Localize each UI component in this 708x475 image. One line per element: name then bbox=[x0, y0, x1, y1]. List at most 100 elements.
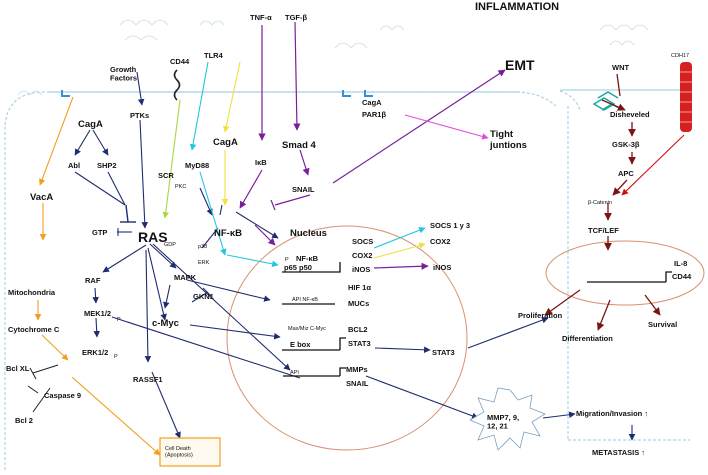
bcl-xl-label: Bcl XL bbox=[6, 364, 30, 373]
shp2-label: SHP2 bbox=[97, 161, 117, 170]
erk12-label: ERK1/2 bbox=[82, 348, 108, 357]
max-miz-label: Max/Miz C-Myc bbox=[288, 326, 326, 332]
gdp-label: GDP bbox=[164, 242, 176, 248]
caga-mid-label: CagA bbox=[213, 137, 238, 148]
snail-top-label: SNAIL bbox=[292, 185, 315, 194]
purple-arrows bbox=[239, 21, 506, 270]
cdh17-receptor-icon bbox=[680, 62, 692, 132]
emt-label: EMT bbox=[505, 57, 535, 73]
beta-catenin-label: β-Catenin bbox=[588, 200, 612, 206]
cyan-arrows bbox=[189, 61, 426, 268]
stat3-out-label: STAT3 bbox=[432, 348, 455, 357]
il8-label: IL-8 bbox=[674, 259, 687, 268]
tcf-lef-label: TCF/LEF bbox=[588, 226, 619, 235]
socs13-label: SOCS 1 y 3 bbox=[430, 221, 470, 230]
mmps-label: MMPs bbox=[346, 365, 368, 374]
erk-small-label: ERK bbox=[198, 260, 210, 266]
differentiation-label: Differentiation bbox=[562, 334, 613, 343]
abl-label: Abl bbox=[68, 161, 80, 170]
mitochondria-label: Mitochondria bbox=[8, 288, 56, 297]
cmyc-label: c-Myc bbox=[152, 318, 179, 329]
raf-label: RAF bbox=[85, 276, 101, 285]
tlr4-label: TLR4 bbox=[204, 51, 224, 60]
nucleus-label: Nucleus bbox=[290, 228, 327, 239]
cytochrome-c-label: Cytochrome C bbox=[8, 325, 60, 334]
cox2-out-label: COX2 bbox=[430, 237, 450, 246]
cd44-right-label: CD44 bbox=[672, 272, 692, 281]
p65-p50-label: p65 p50 bbox=[284, 263, 312, 272]
mapk-label: MAPK bbox=[174, 273, 197, 282]
gkn1-label: GKN1 bbox=[193, 292, 214, 301]
rassf1-label: RASSF1 bbox=[133, 375, 163, 384]
ikb-label: IκB bbox=[255, 158, 267, 167]
gene-lines bbox=[282, 262, 672, 377]
vaca-label: VacA bbox=[30, 192, 53, 203]
p-small-label: P bbox=[285, 257, 289, 263]
caga-top-label: CagA bbox=[78, 119, 103, 130]
apc-label: APC bbox=[618, 169, 634, 178]
ras-inhibitor bbox=[120, 204, 136, 223]
mmp-starburst bbox=[469, 387, 546, 451]
darkred-arrows bbox=[544, 73, 661, 331]
inos-out-label: iNOS bbox=[433, 263, 451, 272]
nucleus-boundary bbox=[226, 225, 468, 451]
title: INFLAMMATION bbox=[475, 1, 559, 13]
survival-label: Survival bbox=[648, 320, 677, 329]
bcl2-nuclear-label: BCL2 bbox=[348, 325, 368, 334]
stat3-nuclear-label: STAT3 bbox=[348, 339, 371, 348]
cell-death-label: Cell Death(Apoptosis) bbox=[165, 446, 193, 458]
cell-death-box bbox=[159, 437, 221, 467]
pkc-label: PKC bbox=[175, 184, 186, 190]
mek-p-label: P bbox=[117, 317, 121, 323]
cox2-nuclear-label: COX2 bbox=[352, 251, 372, 260]
caga-par-label: CagA bbox=[362, 98, 382, 107]
hif-label: HIF 1α bbox=[348, 283, 371, 292]
tnf-label: TNF-α bbox=[250, 13, 272, 22]
magenta-arrow bbox=[404, 114, 489, 140]
lime-arrow bbox=[162, 99, 181, 219]
ras-label: RAS bbox=[138, 229, 168, 245]
mek-label: MEK1/2 bbox=[84, 309, 111, 318]
orange-arrows bbox=[34, 96, 161, 456]
erk-p-label: P bbox=[114, 354, 118, 360]
mucs-label: MUCs bbox=[348, 299, 369, 308]
proliferation-label: Proliferation bbox=[518, 311, 563, 320]
metastasis-label: METASTASIS ↑ bbox=[592, 448, 645, 457]
migration-label: Migration/Invasion ↑ bbox=[576, 409, 648, 418]
gsk-label: GSK-3β bbox=[612, 140, 640, 149]
navy-arrows bbox=[74, 71, 636, 441]
gtp-label: GTP bbox=[92, 228, 107, 237]
api2-label: API bbox=[290, 370, 299, 376]
socs-label: SOCS bbox=[352, 237, 373, 246]
api-nfkb-label: API NF-κB bbox=[292, 297, 318, 303]
ebox-label: E box bbox=[290, 340, 311, 349]
membrane-bumps bbox=[17, 19, 649, 96]
membrane-blockers bbox=[61, 90, 373, 97]
cell-membrane bbox=[4, 89, 690, 470]
wnt-label: WNT bbox=[612, 63, 629, 72]
red-arrow bbox=[621, 134, 685, 196]
scr-label: SCR bbox=[158, 171, 174, 180]
par1b-label: PAR1β bbox=[362, 110, 386, 119]
black-inhibitors bbox=[27, 364, 59, 413]
nfkb-label: NF-κB bbox=[214, 228, 242, 239]
nfkb-nuclear-label: NF-κB bbox=[296, 254, 319, 263]
smad4-label: Smad 4 bbox=[282, 140, 317, 151]
target-genes-oval bbox=[545, 240, 705, 306]
yellow-arrows bbox=[221, 61, 426, 259]
myd88-label: MyD88 bbox=[185, 161, 209, 170]
cd44-receptor-icon bbox=[173, 69, 181, 101]
p38-label: p38 bbox=[198, 244, 207, 250]
ptks-label: PTKs bbox=[130, 111, 149, 120]
tgf-label: TGF-β bbox=[285, 13, 307, 22]
disheveled-label: Disheveled bbox=[610, 110, 650, 119]
bcl2-label: Bcl 2 bbox=[15, 416, 33, 425]
mmp7-label: MMP7, 9,12, 21 bbox=[487, 413, 519, 431]
caspase9-label: Caspase 9 bbox=[44, 391, 81, 400]
cdh17-label: CDH17 bbox=[671, 53, 689, 59]
cd44-top-label: CD44 bbox=[170, 57, 190, 66]
inos-nuclear-label: iNOS bbox=[352, 265, 370, 274]
